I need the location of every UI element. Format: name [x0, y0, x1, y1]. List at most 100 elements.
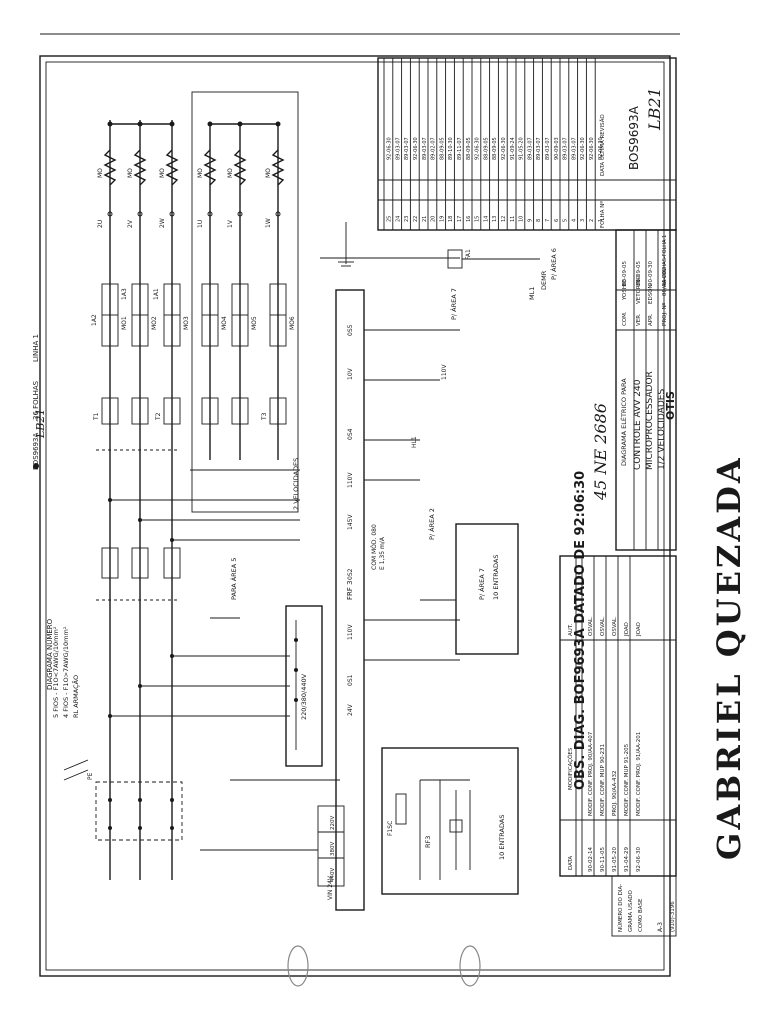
svg-text:MO: MO [97, 168, 104, 178]
motor-frame-2 [191, 91, 299, 513]
revision-sheet-number: 2 [589, 219, 595, 222]
revision-date: 88-09-05 [439, 137, 445, 160]
revision-date: 89-03-07 [527, 137, 533, 160]
modification-date: 91-04-29 [624, 847, 630, 872]
svg-text:COM MÓD. 080: COM MÓD. 080 [371, 524, 378, 570]
modification-date: 91-05-20 [612, 847, 618, 872]
svg-text:MO: MO [127, 168, 134, 178]
revision-sheet-number: 4 [571, 219, 577, 222]
header-strip: DIAGRAMA NÚMERO BOS9693A 36 FOLHAS LINHA… [32, 334, 54, 700]
svg-text:P/ ÁREA 7: P/ ÁREA 7 [449, 288, 458, 320]
svg-text:EDSON: EDSON [648, 284, 654, 304]
modification-date: 90-11-05 [600, 847, 606, 872]
revision-sheet-number: 5 [563, 219, 569, 222]
main-supply: PE [63, 759, 183, 880]
svg-text:GRAMA USADO: GRAMA USADO [628, 890, 634, 932]
punch-hole-right [459, 945, 481, 987]
revision-date: 92-06-30 [475, 137, 481, 160]
svg-text:MO3: MO3 [183, 316, 190, 330]
svg-text:MODIFICAÇÕES: MODIFICAÇÕES [567, 747, 574, 790]
svg-text:FA1: FA1 [465, 249, 472, 260]
transformer: 220/380/440V PARA ÁREA 5 [210, 558, 323, 767]
frf-label: FRF 3 [346, 580, 354, 600]
svg-text:88-09-05: 88-09-05 [636, 261, 642, 286]
drawing-number-label: DIAGRAMA NÚMERO [45, 618, 54, 690]
svg-text:440V: 440V [330, 868, 336, 882]
svg-text:MO6: MO6 [289, 316, 296, 330]
svg-text:A-3: A-3 [657, 922, 664, 932]
modification-aut: JOAO [624, 621, 630, 637]
sheet-count: 36 FOLHAS [32, 380, 40, 420]
revision-date: 92-06-30 [413, 137, 419, 160]
fuse [447, 249, 463, 269]
svg-text:110V: 110V [441, 364, 448, 380]
modification-date: 90-02-14 [588, 847, 594, 872]
contactor-1a1: 1A1 MO3 [153, 283, 190, 347]
svg-text:RL ARMAÇÃO: RL ARMAÇÃO [71, 675, 80, 718]
svg-text:AUT.: AUT. [568, 624, 574, 636]
modification-text: PROJ. 90/AA-432 [612, 771, 618, 816]
svg-text:10V: 10V [347, 367, 354, 380]
handwritten-ref-top: LB21 [34, 409, 47, 439]
svg-text:T1: T1 [93, 412, 100, 421]
revision-sheet-number: 22 [413, 216, 419, 222]
revision-date: 89-03-07 [395, 137, 401, 160]
modification-text: MODIF. CONF. MUP 91-205 [624, 743, 630, 816]
svg-text:MICROPROCESSADOR: MICROPROCESSADOR [645, 371, 655, 470]
svg-text:1A2: 1A2 [91, 314, 98, 326]
pe-label: PE [87, 772, 94, 780]
revision-sheet-number: 20 [431, 216, 437, 222]
sheet-line: LINHA 1 [32, 334, 40, 362]
input-module-2: 10 ENTRADAS RF3 F1SC [381, 747, 519, 895]
svg-text:CONTROLE AVV 240: CONTROLE AVV 240 [633, 379, 643, 470]
revision-date: 89-03-07 [404, 137, 410, 160]
svg-text:P/ ÁREA 2: P/ ÁREA 2 [427, 508, 436, 540]
svg-text:1/2 VELOCIDADES: 1/2 VELOCIDADES [657, 389, 667, 470]
svg-text:145V: 145V [347, 514, 354, 530]
revision-sheet-number: 15 [475, 216, 481, 222]
svg-text:10 ENTRADAS: 10 ENTRADAS [498, 815, 506, 860]
contactor-group-2: MO4 MO5 MO6 2 VELOCIDADES [190, 91, 300, 513]
revision-date: 88-09-05 [492, 137, 498, 160]
svg-text:0S1: 0S1 [347, 674, 354, 686]
svg-text:APR.: APR. [648, 313, 654, 326]
modification-aut: OSVAL. [600, 616, 606, 636]
rev-header-sheet: FOLHA Nº [599, 201, 606, 228]
svg-text:(910)-3196: (910)-3196 [670, 901, 676, 932]
connection-dot [33, 463, 39, 469]
svg-text:VER.: VER. [636, 313, 642, 326]
contactor-group-1: 1A2 MO1 1A3 MO2 1A1 MO3 [91, 283, 190, 347]
ground-and-fuse: FA1 ML1 DEMR P/ ÁREA 6 [320, 222, 558, 300]
svg-text:YOSHIO: YOSHIO [622, 278, 628, 301]
svg-text:ML1: ML1 [528, 287, 536, 300]
voltage-taps: 220V 380V 440V [200, 779, 345, 887]
svg-text:24V: 24V [347, 703, 354, 716]
revision-sheet-number: 8 [536, 219, 542, 222]
contactor-1a2: 1A2 MO1 [91, 283, 128, 347]
svg-text:90-09-30: 90-09-30 [648, 261, 654, 286]
svg-text:COMO BASE: COMO BASE [638, 898, 644, 932]
svg-text:VETORINO: VETORINO [636, 275, 642, 304]
svg-text:T3: T3 [261, 412, 268, 421]
svg-text:0S5: 0S5 [347, 324, 354, 336]
para-area-label: PARA ÁREA 5 [229, 558, 238, 600]
svg-text:DEMR: DEMR [540, 270, 548, 290]
svg-text:5 FIOS - F1O<7AWG/10mm²: 5 FIOS - F1O<7AWG/10mm² [52, 626, 60, 718]
svg-text:110V: 110V [347, 624, 354, 640]
revision-date: 92-06-30 [580, 137, 586, 160]
svg-text:110V: 110V [347, 472, 354, 488]
svg-text:1W: 1W [265, 218, 272, 228]
revision-sheet-number: 25 [387, 216, 393, 222]
power-bus: FRF 3 24V 0S1 110V 0S2 145V 110V 0S4 10V… [327, 288, 460, 911]
revision-date: 92-06-30 [589, 137, 595, 160]
revision-sheet-number: 1 [598, 219, 604, 222]
handwritten-revision: LB21 [645, 87, 664, 131]
modification-text: MODIF. CONF. PROJ. 90/AA-407 [588, 731, 594, 816]
modification-text: MODIF. CONF. MUP 90-231 [600, 744, 606, 816]
rev-header-date: DATA ÚLTIMA REVISÃO [599, 114, 606, 176]
drawing-number: BOS9693A [32, 433, 40, 470]
svg-text:DIAGRAMA ELÉTRICO PARA: DIAGRAMA ELÉTRICO PARA [619, 378, 628, 466]
revision-sheet-number: 18 [448, 216, 454, 222]
company-name: OTIS [664, 391, 677, 420]
revision-date: 88-09-05 [466, 137, 472, 160]
